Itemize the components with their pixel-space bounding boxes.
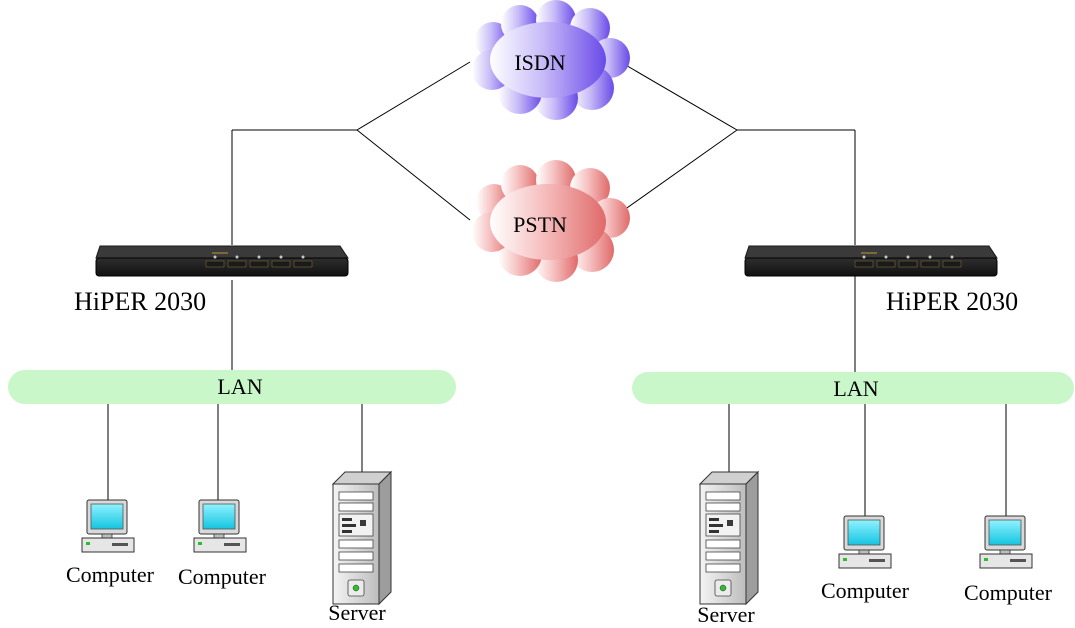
lan-right: LAN: [632, 372, 1074, 404]
pstn-cloud: PSTN: [472, 160, 630, 282]
computer-icon: [193, 499, 247, 553]
right-server-label: Server: [697, 602, 755, 627]
server-icon: [699, 471, 759, 605]
link-left-to-pstn: [356, 129, 471, 221]
left-server-label: Server: [328, 600, 386, 625]
lan-left: LAN: [8, 370, 456, 404]
computer-icon: [81, 499, 135, 553]
right-computer-2-label: Computer: [964, 580, 1053, 605]
router-left: [95, 245, 349, 277]
server-icon: [332, 471, 392, 605]
lan-right-label: LAN: [833, 376, 878, 401]
right-computer-1-label: Computer: [821, 578, 910, 603]
isdn-label: ISDN: [514, 50, 565, 75]
isdn-cloud: ISDN: [472, 0, 630, 120]
left-computer-2-label: Computer: [178, 564, 267, 589]
router-left-label: HiPER 2030: [74, 287, 206, 316]
left-computer-1-label: Computer: [66, 562, 155, 587]
pstn-label: PSTN: [513, 212, 567, 237]
computer-icon: [979, 515, 1033, 569]
link-left-to-isdn: [356, 61, 471, 131]
router-right-label: HiPER 2030: [886, 287, 1018, 316]
computer-icon: [838, 515, 892, 569]
router-right: [744, 245, 998, 277]
link-right-to-pstn: [616, 129, 738, 216]
link-right-to-isdn: [616, 59, 738, 131]
connection-lines: [107, 59, 1007, 516]
lan-left-label: LAN: [217, 374, 262, 399]
